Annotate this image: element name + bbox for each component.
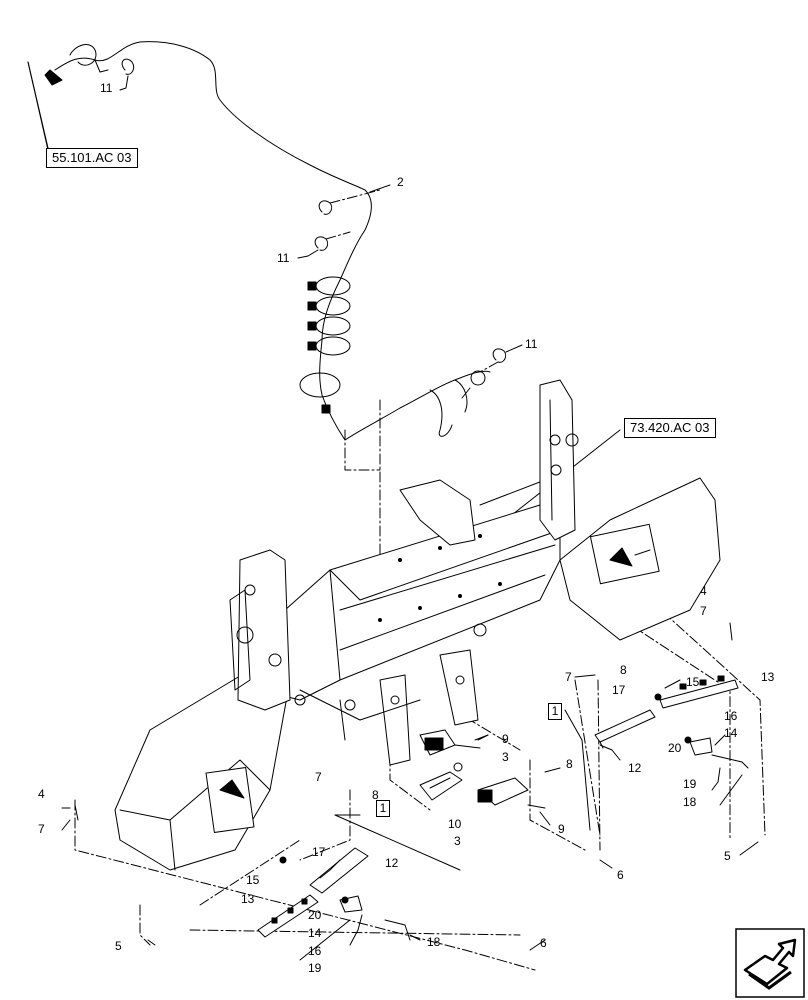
center-components xyxy=(419,729,561,809)
callout-16: 16 xyxy=(724,709,738,723)
callout-7: 7 xyxy=(315,770,322,784)
callout-leaders xyxy=(61,674,759,961)
reference-box-top[interactable]: 55.101.AC 03 xyxy=(46,148,138,168)
left-kit-parts xyxy=(74,804,411,941)
callout-13: 13 xyxy=(241,892,255,906)
callout-6: 6 xyxy=(617,868,624,882)
callout-3: 3 xyxy=(502,750,509,764)
callout-17: 17 xyxy=(312,845,326,859)
callout-8: 8 xyxy=(566,757,573,771)
callout-20: 20 xyxy=(308,908,322,922)
machine-frame xyxy=(114,379,721,871)
callout-13: 13 xyxy=(761,670,775,684)
kit-box-left: 1 xyxy=(376,800,390,817)
callout-18: 18 xyxy=(683,795,697,809)
callout-16: 16 xyxy=(308,944,322,958)
callout-11: 11 xyxy=(525,337,538,351)
callout-3: 3 xyxy=(454,834,461,848)
callout-9: 9 xyxy=(558,822,565,836)
callout-8: 8 xyxy=(620,663,627,677)
callout-20: 20 xyxy=(668,741,682,755)
callout-11: 11 xyxy=(277,251,290,265)
callout-7: 7 xyxy=(565,670,572,684)
leader-lines xyxy=(27,61,621,541)
callout-14: 14 xyxy=(308,926,322,940)
callout-12: 12 xyxy=(628,761,642,775)
wire-harness xyxy=(44,41,507,441)
callout-6: 6 xyxy=(540,936,547,950)
callout-18: 18 xyxy=(427,935,441,949)
callout-5: 5 xyxy=(115,939,122,953)
callout-15: 15 xyxy=(246,873,260,887)
callout-19: 19 xyxy=(683,777,697,791)
reference-box-right[interactable]: 73.420.AC 03 xyxy=(624,418,716,438)
callout-5: 5 xyxy=(724,849,731,863)
right-kit-parts xyxy=(594,622,749,769)
callout-8: 8 xyxy=(372,788,379,802)
callout-15: 15 xyxy=(686,675,700,689)
callout-9: 9 xyxy=(502,732,509,746)
kit-box-right: 1 xyxy=(548,703,562,720)
next-page-arrow-icon[interactable] xyxy=(735,928,805,998)
callout-10: 10 xyxy=(448,817,462,831)
callout-7: 7 xyxy=(38,822,45,836)
callout-12: 12 xyxy=(385,856,399,870)
callout-17: 17 xyxy=(612,683,626,697)
guide-lines xyxy=(74,189,766,971)
callout-14: 14 xyxy=(724,726,738,740)
callout-19: 19 xyxy=(308,961,322,975)
callout-4: 4 xyxy=(700,584,707,598)
callout-11: 11 xyxy=(100,81,113,95)
callout-2: 2 xyxy=(397,175,404,189)
callout-4: 4 xyxy=(38,787,45,801)
callout-7: 7 xyxy=(700,604,707,618)
